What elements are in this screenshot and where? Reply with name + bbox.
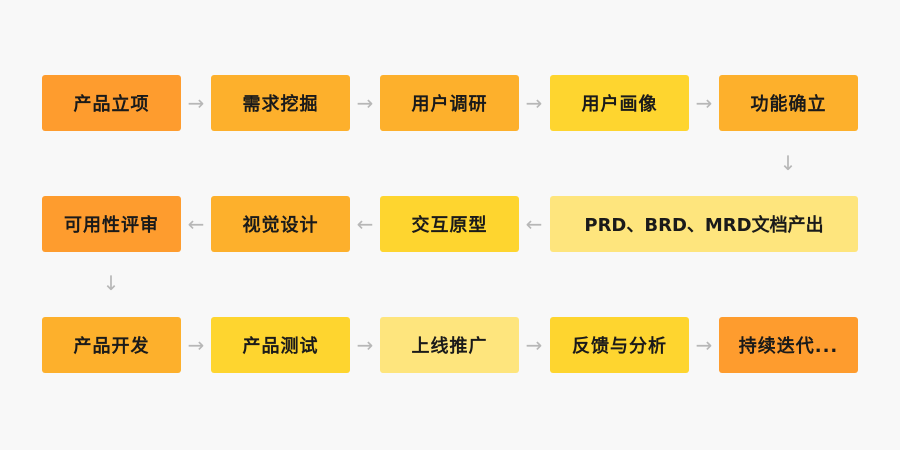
step-interaction-prototype: 交互原型 bbox=[380, 196, 519, 252]
step-document-output: PRD、BRD、MRD文档产出 bbox=[550, 196, 858, 252]
arrow-right-icon: → bbox=[525, 91, 543, 115]
step-product-initiation: 产品立项 bbox=[42, 75, 181, 131]
arrow-right-icon: → bbox=[356, 333, 374, 357]
step-visual-design: 视觉设计 bbox=[211, 196, 350, 252]
arrow-right-icon: → bbox=[695, 333, 713, 357]
step-product-development: 产品开发 bbox=[42, 317, 181, 373]
step-requirement-mining: 需求挖掘 bbox=[211, 75, 350, 131]
arrow-right-icon: → bbox=[187, 91, 205, 115]
step-feedback-analysis: 反馈与分析 bbox=[550, 317, 689, 373]
arrow-right-icon: → bbox=[525, 333, 543, 357]
arrow-right-icon: → bbox=[356, 91, 374, 115]
arrow-down-icon: ↓ bbox=[102, 271, 120, 295]
step-launch-promotion: 上线推广 bbox=[380, 317, 519, 373]
step-user-research: 用户调研 bbox=[380, 75, 519, 131]
arrow-left-icon: ← bbox=[525, 212, 543, 236]
step-user-persona: 用户画像 bbox=[550, 75, 689, 131]
arrow-left-icon: ← bbox=[356, 212, 374, 236]
arrow-right-icon: → bbox=[187, 333, 205, 357]
step-continuous-iteration: 持续迭代... bbox=[719, 317, 858, 373]
step-product-testing: 产品测试 bbox=[211, 317, 350, 373]
step-usability-review: 可用性评审 bbox=[42, 196, 181, 252]
arrow-left-icon: ← bbox=[187, 212, 205, 236]
arrow-down-icon: ↓ bbox=[779, 151, 797, 175]
step-function-confirmation: 功能确立 bbox=[719, 75, 858, 131]
arrow-right-icon: → bbox=[695, 91, 713, 115]
